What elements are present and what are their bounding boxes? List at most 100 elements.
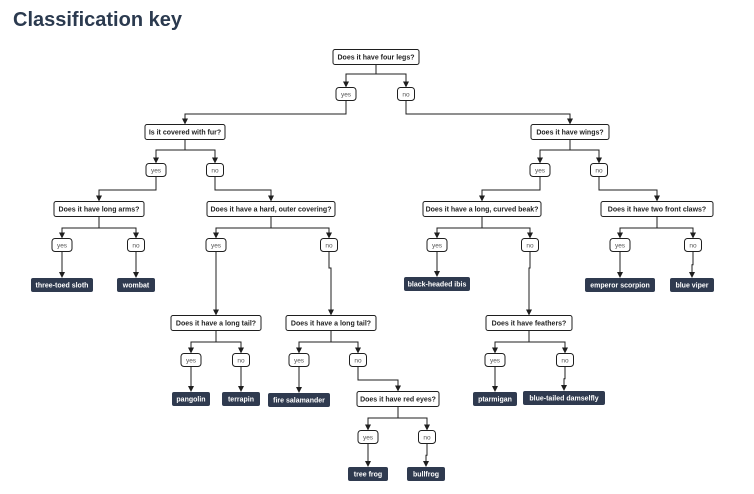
animal-blue-tailed-damselfly-box [523,391,605,405]
animal-black-headed-ibis: black-headed ibis [404,277,470,291]
answer-hard-no-label: no [325,243,333,250]
animal-wombat: wombat [117,278,155,292]
node-layer: Does it have four legs? yes no Is it covere… [31,49,714,481]
edge-a-t2-no-to-q-red-eyes [357,366,401,392]
answer-claws-no-label: no [689,243,697,250]
animal-fire-salamander-box [268,393,330,407]
answer-root-yes-box [335,87,357,101]
question-curved-beak-box [422,201,542,217]
answer-t2-no-label: no [354,358,362,365]
animal-fire-salamander-label: fire salamander [273,398,325,405]
edge-q-curved-beak-to-a-beak-yes [434,216,483,239]
animal-fire-salamander: fire salamander [268,393,330,407]
edge-q-long-arms-to-a-arms-no [98,216,139,239]
answer-arms-no-label: no [132,243,140,250]
edge-q-fur-to-a-fur-yes [153,139,186,164]
answer-t1-no-label: no [237,358,245,365]
question-fur: Is it covered with fur? [144,124,226,140]
answer-f-no-label: no [561,358,569,365]
question-four-legs-label: Does it have four legs? [337,55,414,62]
question-curved-beak-label: Does it have a long, curved beak? [426,207,539,214]
answer-hard-yes: yes [205,238,227,252]
answer-fur-yes: yes [145,163,167,177]
animal-three-toed-sloth-label: three-toed sloth [36,283,89,290]
answer-t1-yes-box [180,353,202,367]
question-long-tail-1-box [170,315,262,331]
animal-black-headed-ibis-label: black-headed ibis [408,282,467,289]
answer-arms-yes-box [51,238,73,252]
animal-pangolin-label: pangolin [176,397,205,404]
edge-q-wings-to-a-wings-no [569,139,602,164]
answer-t2-no-box [349,353,367,367]
animal-terrapin-label: terrapin [228,397,254,404]
answer-beak-yes: yes [426,238,448,252]
edge-q-long-tail-2-to-a-t2-yes [296,330,332,354]
animal-emperor-scorpion: emperor scorpion [585,278,655,292]
edge-q-front-claws-to-a-claws-no [656,216,696,239]
animal-blue-tailed-damselfly-label: blue-tailed damselfly [529,396,598,403]
answer-fur-yes-label: yes [151,168,162,175]
answer-hard-no: no [320,238,338,252]
answer-wings-no-box [590,163,608,177]
edge-a-root-yes-to-q-fur [182,100,347,125]
answer-fur-yes-box [145,163,167,177]
edge-q-four-legs-to-a-root-no [375,64,409,88]
animal-wombat-box [117,278,155,292]
answer-red-yes-label: yes [363,435,374,442]
answer-beak-yes-label: yes [432,243,443,250]
answer-hard-no-box [320,238,338,252]
animal-tree-frog-label: tree frog [354,472,382,479]
answer-hard-yes-box [205,238,227,252]
answer-red-no-box [418,430,436,444]
answer-wings-yes: yes [529,163,551,177]
answer-wings-no: no [590,163,608,177]
answer-root-yes: yes [335,87,357,101]
animal-black-headed-ibis-box [404,277,470,291]
answer-t1-yes-label: yes [186,358,197,365]
question-wings-box [530,124,610,140]
animal-ptarmigan: ptarmigan [473,392,517,406]
answer-wings-yes-box [529,163,551,177]
question-long-arms-box [53,201,145,217]
question-fur-box [144,124,226,140]
question-red-eyes-box [356,391,440,407]
question-long-arms: Does it have long arms? [53,201,145,217]
answer-arms-yes: yes [51,238,73,252]
edge-q-red-eyes-to-a-red-no [397,406,430,431]
edge-a-claws-no-to-l-viper [689,251,695,278]
question-wings: Does it have wings? [530,124,610,140]
answer-beak-no: no [521,238,539,252]
edge-a-fur-yes-to-q-long-arms [96,176,157,202]
question-long-arms-label: Does it have long arms? [59,207,140,214]
answer-red-no: no [418,430,436,444]
question-four-legs-box [332,49,420,65]
answer-claws-yes-box [609,238,631,252]
answer-arms-yes-label: yes [57,243,68,250]
question-front-claws-label: Does it have two front claws? [608,207,706,214]
edge-q-long-tail-1-to-a-t1-yes [188,330,217,354]
connector-lines [59,64,696,467]
answer-f-no: no [556,353,574,367]
edge-q-four-legs-to-a-root-yes [343,64,377,88]
question-hard-cover: Does it have a hard, outer covering? [206,201,336,217]
animal-ptarmigan-box [473,392,517,406]
animal-terrapin-box [222,392,260,406]
answer-claws-yes-label: yes [615,243,626,250]
edge-q-wings-to-a-wings-yes [537,139,571,164]
answer-claws-no: no [684,238,702,252]
answer-beak-no-label: no [526,243,534,250]
answer-beak-yes-box [426,238,448,252]
answer-red-no-label: no [423,435,431,442]
answer-t1-no-box [232,353,250,367]
question-front-claws: Does it have two front claws? [600,201,714,217]
edge-a-beak-no-to-q-feathers [526,251,532,316]
question-feathers: Does it have feathers? [485,315,573,331]
animal-three-toed-sloth: three-toed sloth [31,278,93,292]
animal-bullfrog: bullfrog [407,467,445,481]
answer-red-yes: yes [357,430,379,444]
question-curved-beak: Does it have a long, curved beak? [422,201,542,217]
question-feathers-label: Does it have feathers? [492,321,567,328]
animal-tree-frog: tree frog [348,467,388,481]
edge-a-f-no-to-l-damselfly [561,366,567,391]
